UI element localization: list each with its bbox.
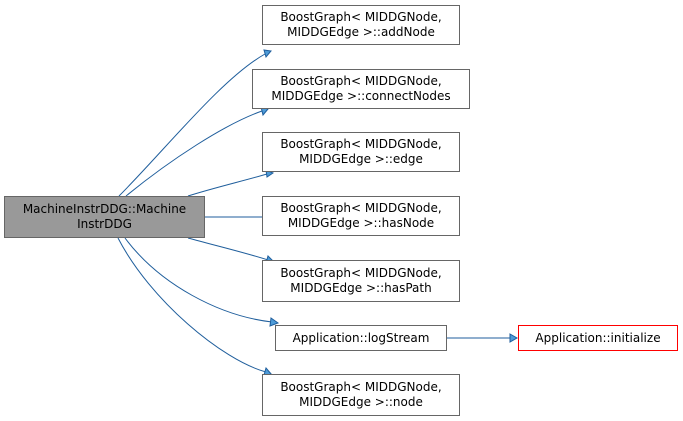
- node-label-line2: MIDDGEdge >::connectNodes: [271, 89, 451, 103]
- edge-root-to-connectnodes: [125, 110, 263, 197]
- node-label-line2: InstrDDG: [77, 217, 132, 231]
- edge-root-to-node: [117, 237, 267, 373]
- node-label-line1: BoostGraph< MIDDGNode,: [280, 380, 442, 394]
- node-label-line2: MIDDGEdge >::hasPath: [290, 281, 432, 295]
- node-boostgraph-haspath[interactable]: BoostGraph< MIDDGNode, MIDDGEdge >::hasP…: [262, 260, 460, 302]
- node-label-line1: BoostGraph< MIDDGNode,: [280, 10, 442, 24]
- node-boostgraph-edge[interactable]: BoostGraph< MIDDGNode, MIDDGEdge >::edge: [262, 132, 460, 172]
- arrow-to-addnode: [263, 49, 272, 59]
- node-label-line1: BoostGraph< MIDDGNode,: [280, 74, 442, 88]
- edge-root-to-addnode: [118, 53, 266, 197]
- node-label-line1: Application::logStream: [292, 330, 430, 345]
- node-boostgraph-addnode[interactable]: BoostGraph< MIDDGNode, MIDDGEdge >::addN…: [262, 5, 460, 45]
- node-label-line2: MIDDGEdge >::edge: [299, 152, 423, 166]
- node-boostgraph-hasnode[interactable]: BoostGraph< MIDDGNode, MIDDGEdge >::hasN…: [262, 196, 460, 236]
- node-label-line2: MIDDGEdge >::node: [299, 395, 423, 409]
- edge-root-to-haspath: [187, 237, 269, 261]
- node-label-line1: Application::initialize: [535, 330, 661, 345]
- node-machineinstrddg-constructor[interactable]: MachineInstrDDG::Machine InstrDDG: [4, 196, 205, 238]
- edge-root-to-edge: [187, 173, 268, 197]
- arrow-to-logstream: [269, 317, 280, 327]
- node-application-logstream[interactable]: Application::logStream: [275, 325, 447, 351]
- edge-root-to-logstream: [124, 237, 273, 323]
- arrow-to-initialize: [509, 333, 519, 343]
- node-boostgraph-connectnodes[interactable]: BoostGraph< MIDDGNode, MIDDGEdge >::conn…: [252, 69, 470, 109]
- node-label-line1: BoostGraph< MIDDGNode,: [280, 266, 442, 280]
- node-boostgraph-node[interactable]: BoostGraph< MIDDGNode, MIDDGEdge >::node: [262, 374, 460, 416]
- node-application-initialize[interactable]: Application::initialize: [518, 325, 678, 351]
- node-label-line2: MIDDGEdge >::addNode: [287, 25, 435, 39]
- node-label-line2: MIDDGEdge >::hasNode: [287, 216, 435, 230]
- node-label-line1: BoostGraph< MIDDGNode,: [280, 201, 442, 215]
- node-label-line1: BoostGraph< MIDDGNode,: [280, 137, 442, 151]
- node-label-line1: MachineInstrDDG::Machine: [22, 202, 187, 216]
